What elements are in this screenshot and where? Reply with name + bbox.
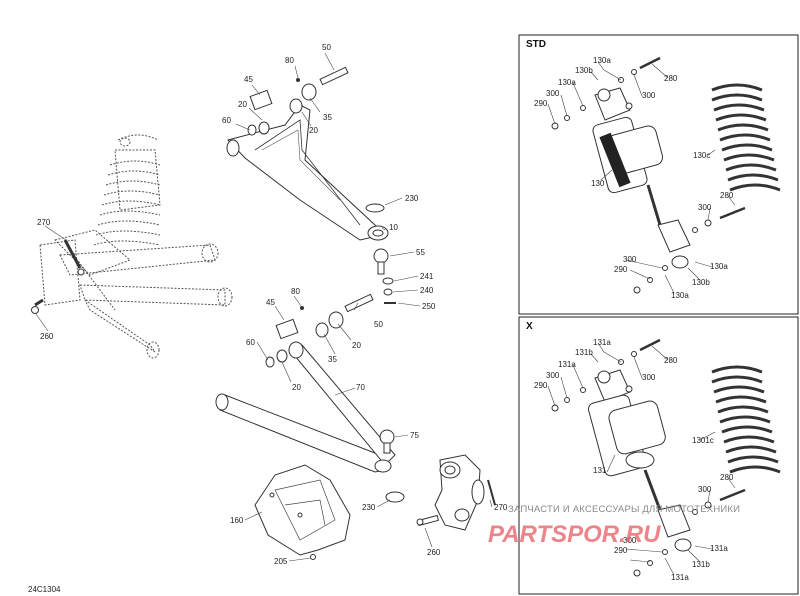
callout-160: 160 (230, 516, 244, 525)
callout-260: 260 (40, 332, 54, 341)
callout-250: 250 (422, 302, 436, 311)
callout-300: 300 (642, 373, 656, 382)
callout-131a: 131a (558, 360, 576, 369)
std-shock-130 (592, 87, 691, 269)
callout-241: 241 (420, 272, 434, 281)
std-panel (518, 34, 799, 315)
lower-a-arm (215, 341, 396, 473)
callout-230: 230 (405, 194, 419, 203)
callout-60: 60 (222, 116, 231, 125)
callout-130: 130 (591, 179, 605, 188)
ghost-bolt-260 (31, 298, 44, 314)
callout-290: 290 (534, 381, 548, 390)
std-spring-130c (711, 83, 781, 192)
callout-300: 300 (698, 203, 712, 212)
x-spring-1301c (711, 365, 781, 474)
callout-260: 260 (427, 548, 441, 557)
callout-290: 290 (614, 546, 628, 555)
callout-300: 300 (546, 371, 560, 380)
callout-240: 240 (420, 286, 434, 295)
callout-20: 20 (238, 100, 247, 109)
callout-55: 55 (416, 248, 425, 257)
callout-20: 20 (352, 341, 361, 350)
callout-300: 300 (623, 536, 637, 545)
callout-60: 60 (246, 338, 255, 347)
callout-131b: 131b (692, 560, 710, 569)
callout-20: 20 (292, 383, 301, 392)
callout-290: 290 (534, 99, 548, 108)
callout-280: 280 (664, 74, 678, 83)
callout-131b: 131b (575, 348, 593, 357)
watermark-logo: PARTSPOR.RU (488, 521, 661, 548)
callout-50: 50 (322, 43, 331, 52)
callout-75: 75 (410, 431, 419, 440)
std-panel-title: STD (526, 39, 546, 50)
callout-50: 50 (374, 320, 383, 329)
callout-131a: 131a (671, 573, 689, 582)
x-shock-131 (587, 369, 692, 552)
callout-300: 300 (623, 255, 637, 264)
callout-280: 280 (720, 473, 734, 482)
callout-280: 280 (664, 356, 678, 365)
callout-130a: 130a (671, 291, 689, 300)
callout-45: 45 (266, 298, 275, 307)
callout-131: 131 (593, 466, 607, 475)
callout-80: 80 (291, 287, 300, 296)
callout-300: 300 (642, 91, 656, 100)
callout-45: 45 (244, 75, 253, 84)
callout-280: 280 (720, 191, 734, 200)
callout-130a: 130a (593, 56, 611, 65)
ball-joint-55 (373, 248, 389, 275)
ghost-suspension-assembly (39, 134, 233, 359)
callout-290: 290 (614, 265, 628, 274)
diagram-code: 24C1304 (28, 585, 61, 594)
callout-10: 10 (389, 223, 398, 232)
callout-35: 35 (328, 355, 337, 364)
x-panel-title: X (526, 321, 533, 332)
callout-80: 80 (285, 56, 294, 65)
std-hardware (551, 56, 746, 294)
callout-130a: 130a (710, 262, 728, 271)
callout-130b: 130b (692, 278, 710, 287)
callout-131a: 131a (593, 338, 611, 347)
callout-130c: 130c (693, 151, 710, 160)
callout-1301c: 1301c (692, 436, 714, 445)
watermark-tagline: ЗАПЧАСТИ И АКСЕССУАРЫ ДЛЯ МОТОТЕХНИКИ (508, 504, 740, 515)
ghost-bolt-270 (63, 239, 85, 276)
callout-270: 270 (494, 503, 508, 512)
callout-230: 230 (362, 503, 376, 512)
callout-300: 300 (698, 485, 712, 494)
callout-205: 205 (274, 557, 288, 566)
callout-labels: 80 50 45 20 60 20 35 230 10 55 241 240 2… (37, 43, 734, 582)
upper-arm-hardware (247, 66, 396, 304)
x-hardware (551, 338, 746, 577)
x-panel (518, 316, 799, 595)
callout-300: 300 (546, 89, 560, 98)
callout-35: 35 (323, 113, 332, 122)
ball-joint-75 (379, 429, 395, 454)
spindle-knuckle (416, 454, 496, 531)
callout-131a: 131a (710, 544, 728, 553)
callout-20: 20 (309, 126, 318, 135)
watermark: ЗАПЧАСТИ И АКСЕССУАРЫ ДЛЯ МОТОТЕХНИКИ PA… (488, 504, 740, 548)
leader-lines (35, 52, 736, 576)
knuckle-160-plate (254, 464, 351, 560)
callout-70: 70 (356, 383, 365, 392)
callout-130b: 130b (575, 66, 593, 75)
callout-130a: 130a (558, 78, 576, 87)
callout-270: 270 (37, 218, 51, 227)
